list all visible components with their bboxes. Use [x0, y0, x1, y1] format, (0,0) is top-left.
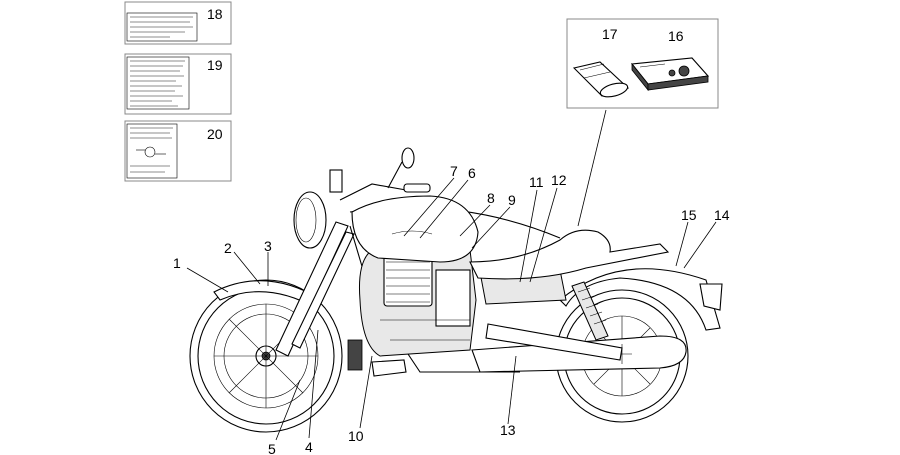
callout-6: 6: [468, 165, 476, 181]
callout-5: 5: [268, 441, 276, 455]
label-box-20: [124, 120, 232, 182]
owners-manual: [630, 57, 710, 92]
callout-20: 20: [207, 126, 223, 142]
callout-12: 12: [551, 172, 567, 188]
callout-1: 1: [173, 255, 181, 271]
fuel-tank: [351, 195, 479, 263]
rear-shock: [571, 281, 609, 341]
engine: [358, 245, 477, 357]
callout-19: 19: [207, 57, 223, 73]
callout-11: 11: [529, 174, 544, 190]
callout-16: 16: [668, 28, 684, 44]
leader-lines: [186, 109, 717, 441]
callout-13: 13: [500, 422, 516, 438]
callout-8: 8: [487, 190, 495, 206]
callout-10: 10: [348, 428, 364, 444]
swingarm: [485, 323, 623, 361]
document-pouch: [572, 61, 630, 98]
callout-9: 9: [508, 192, 516, 208]
label-box-18: [124, 1, 232, 45]
rear-fender: [559, 268, 721, 331]
label-box-19: [124, 53, 232, 115]
callout-3: 3: [264, 238, 272, 254]
callout-labels: 1 2 3 4 5 6 7 8 9 10 11 12 13 14 15 16 1…: [173, 6, 730, 455]
headlight: [293, 191, 327, 249]
seat: [469, 229, 670, 280]
front-fork: [275, 221, 349, 357]
callout-7: 7: [450, 163, 458, 179]
callout-14: 14: [714, 207, 730, 223]
callout-4: 4: [305, 439, 313, 455]
owner-kit-box: [566, 18, 719, 109]
front-wheel: [189, 279, 343, 433]
callout-2: 2: [224, 240, 232, 256]
motorcycle-drawing: [189, 147, 723, 433]
callout-15: 15: [681, 207, 697, 223]
callout-17: 17: [602, 26, 618, 42]
callout-18: 18: [207, 6, 223, 22]
exhaust: [471, 335, 687, 373]
